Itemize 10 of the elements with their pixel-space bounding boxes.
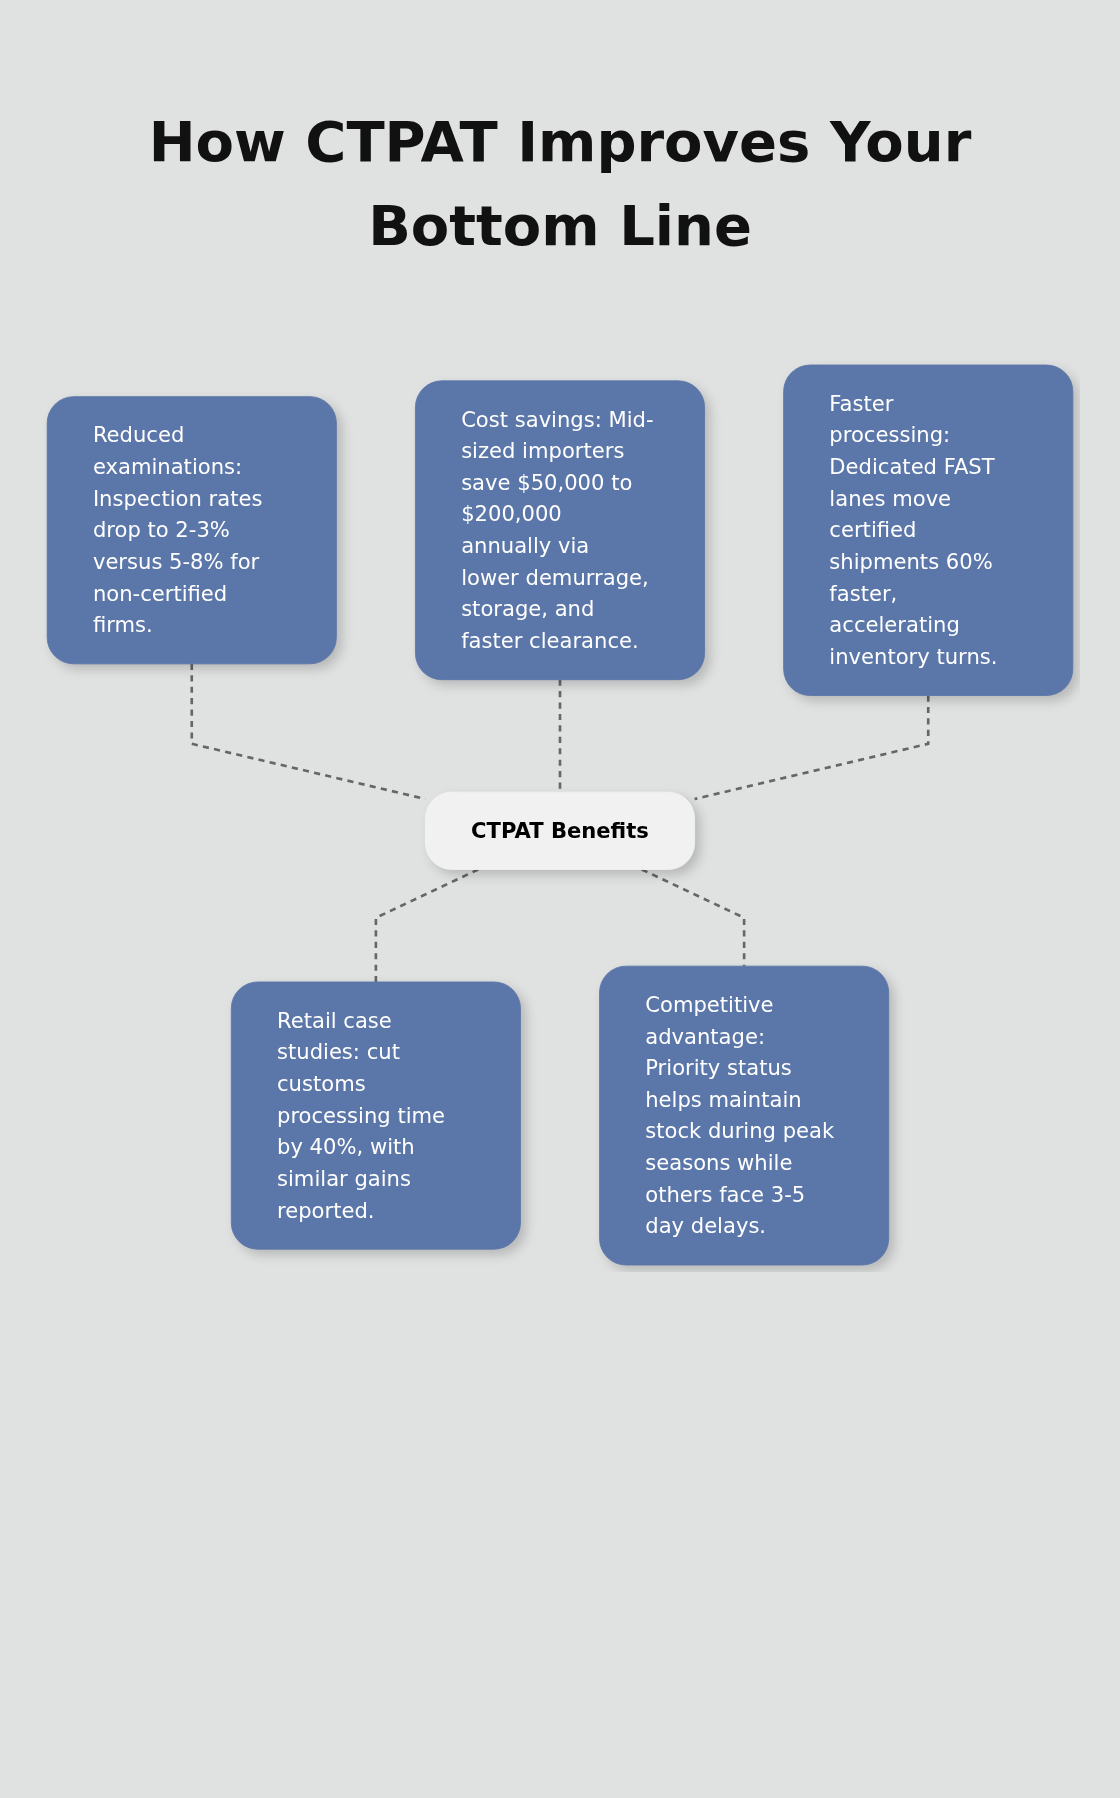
node-box: Reduced examinations: Inspection rates drop to 2-3% versus 5-8% for non-certified firms. bbox=[46, 396, 337, 665]
node-box: CTPAT Benefits bbox=[424, 791, 696, 870]
node-box: Faster processing: Dedicated FAST lanes move certified shipments 60% faster, accelerating inventory turns. bbox=[783, 364, 1074, 696]
title: How CTPAT Improves Your Bottom Line bbox=[147, 108, 973, 260]
connector bbox=[641, 868, 746, 967]
node-box: Retail case studies: cut customs processing time by 40%, with similar gains reported. bbox=[230, 981, 521, 1250]
node-box: Cost savings: Mid-sized importers save $50,000 to $200,000 annually via lower demurrage, storage, and faster clearance. bbox=[415, 380, 705, 681]
node-box: Competitive advantage: Priority status helps maintain stock during peak seasons while others face 3-5 day delays. bbox=[599, 965, 890, 1266]
connector bbox=[694, 695, 930, 801]
connector bbox=[374, 868, 479, 982]
